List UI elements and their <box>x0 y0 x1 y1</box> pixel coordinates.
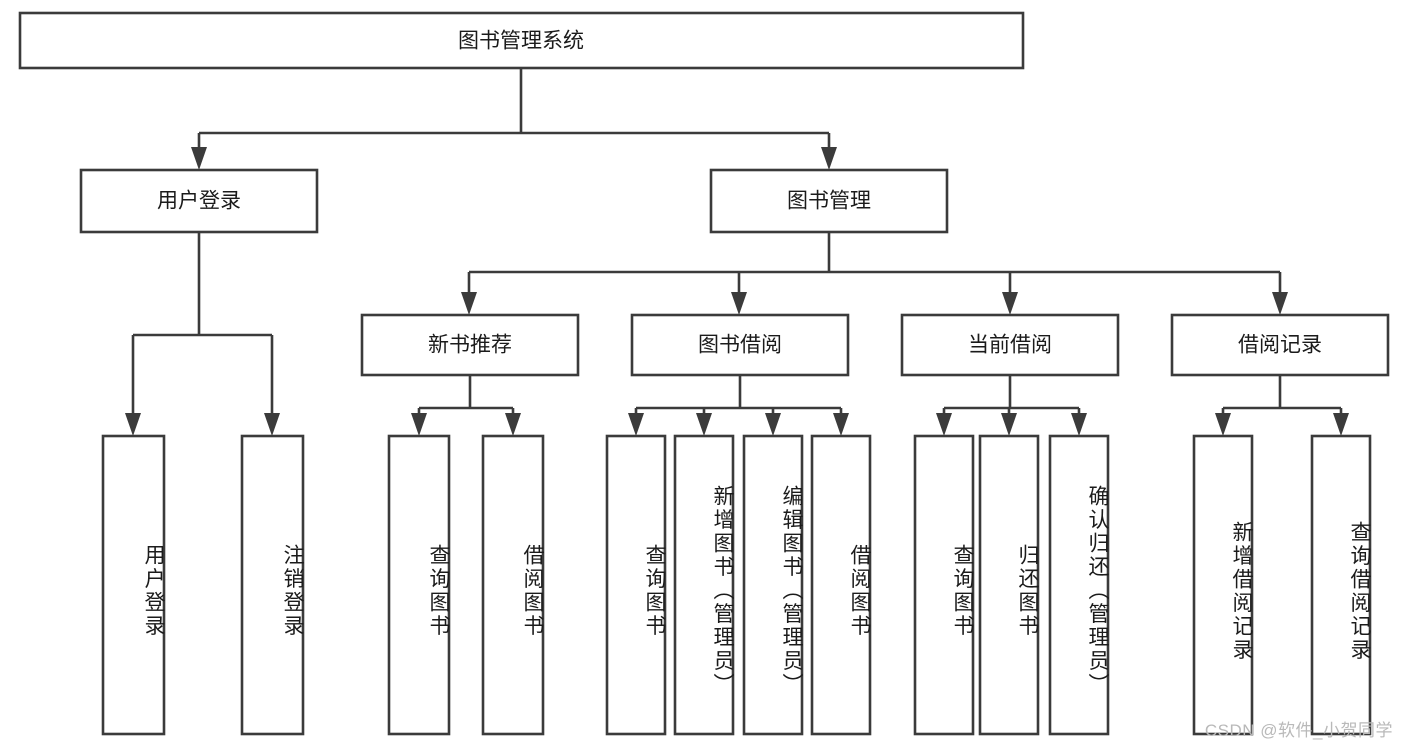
node-book-borrow[interactable]: 图书借阅 <box>630 313 850 377</box>
root-label: 图书管理系统 <box>458 30 584 53</box>
arrow-head-leaf-logout <box>264 413 280 436</box>
arrow-head-leaf-query-book-3 <box>936 413 952 436</box>
leaf-label-user-login: 用户登录 <box>142 544 165 638</box>
leaf-box-borrow-book-1[interactable] <box>481 434 545 736</box>
leaf-box-borrow-book-2[interactable] <box>810 434 872 736</box>
arrow-head-leaf-add-book <box>696 413 712 436</box>
book-manage-box[interactable] <box>709 168 949 234</box>
leaf-label-query-borrow-record: 查询借阅记录 <box>1348 520 1371 662</box>
connector-user-login-to-leaves <box>125 232 280 436</box>
node-book-manage[interactable]: 图书管理 <box>709 168 949 234</box>
arrow-head-leaf-query-record <box>1333 413 1349 436</box>
root-box[interactable] <box>18 11 1025 70</box>
leaf-label-query-book-2: 查询图书 <box>643 544 666 638</box>
leaf-label-borrow-book-2: 借阅图书 <box>848 544 871 638</box>
leaf-label-return-book: 归还图书 <box>1016 544 1039 638</box>
leaf-box-add-book[interactable] <box>673 434 735 736</box>
leaf-box-user-login[interactable] <box>101 434 166 736</box>
connector-book-borrow-to-leaves <box>628 375 849 436</box>
arrow-head-leaf-user-login <box>125 413 141 436</box>
arrow-head-book-borrow <box>731 292 747 315</box>
arrow-head-book-manage <box>821 147 837 170</box>
current-borrow-label: 当前借阅 <box>968 334 1052 357</box>
arrow-head-leaf-borrow-book-2 <box>833 413 849 436</box>
leaf-box-return-book[interactable] <box>978 434 1040 736</box>
borrow-record-label: 借阅记录 <box>1238 334 1322 357</box>
borrow-record-box[interactable] <box>1170 313 1390 377</box>
book-borrow-label: 图书借阅 <box>698 334 782 357</box>
arrow-head-leaf-query-book-2 <box>628 413 644 436</box>
arrow-head-leaf-edit-book <box>765 413 781 436</box>
leaf-box-add-borrow-record[interactable] <box>1192 434 1254 736</box>
node-borrow-record[interactable]: 借阅记录 <box>1170 313 1390 377</box>
leaf-box-query-book-3[interactable] <box>913 434 975 736</box>
connector-book-manage-to-level3 <box>461 232 1288 315</box>
new-book-recommend-box[interactable] <box>360 313 580 377</box>
arrow-head-leaf-add-record <box>1215 413 1231 436</box>
leaf-label-borrow-book-1: 借阅图书 <box>521 544 544 638</box>
new-book-recommend-label: 新书推荐 <box>428 334 512 357</box>
csdn-watermark: CSDN @软件_小贺同学 <box>1204 721 1393 740</box>
arrow-head-new-book <box>461 292 477 315</box>
arrow-head-user-login <box>191 147 207 170</box>
book-borrow-box[interactable] <box>630 313 850 377</box>
leaf-box-logout[interactable] <box>240 434 305 736</box>
leaf-box-query-book-2[interactable] <box>605 434 667 736</box>
user-login-label: 用户登录 <box>157 190 241 213</box>
connector-current-borrow-to-leaves <box>936 375 1087 436</box>
leaf-box-confirm-return[interactable] <box>1048 434 1110 736</box>
connector-root-to-level2 <box>191 68 837 170</box>
connector-borrow-record-to-leaves <box>1215 375 1349 436</box>
node-user-login[interactable]: 用户登录 <box>79 168 319 234</box>
arrow-head-current-borrow <box>1002 292 1018 315</box>
leaf-box-query-book-1[interactable] <box>387 434 451 736</box>
arrow-head-leaf-query-book-1 <box>411 413 427 436</box>
leaf-label-query-book-1: 查询图书 <box>427 544 450 638</box>
node-root[interactable]: 图书管理系统 <box>18 11 1025 70</box>
leaf-label-add-borrow-record: 新增借阅记录 <box>1230 520 1253 662</box>
arrow-head-leaf-borrow-book-1 <box>505 413 521 436</box>
leaf-label-logout: 注销登录 <box>281 544 304 638</box>
user-login-box[interactable] <box>79 168 319 234</box>
arrow-head-borrow-record <box>1272 292 1288 315</box>
leaf-label-edit-book: 编辑图书（管理员） <box>780 485 803 697</box>
book-manage-label: 图书管理 <box>787 190 871 213</box>
leaf-box-query-borrow-record[interactable] <box>1310 434 1372 736</box>
node-new-book-recommend[interactable]: 新书推荐 <box>360 313 580 377</box>
leaf-label-query-book-3: 查询图书 <box>951 544 974 638</box>
node-current-borrow[interactable]: 当前借阅 <box>900 313 1120 377</box>
leaf-label-add-book: 新增图书（管理员） <box>711 485 734 697</box>
arrow-head-leaf-return-book <box>1001 413 1017 436</box>
leaf-label-confirm-return: 确认归还（管理员） <box>1086 485 1109 697</box>
arrow-head-leaf-confirm-return <box>1071 413 1087 436</box>
leaf-box-edit-book[interactable] <box>742 434 804 736</box>
connector-new-book-to-leaves <box>411 375 521 436</box>
